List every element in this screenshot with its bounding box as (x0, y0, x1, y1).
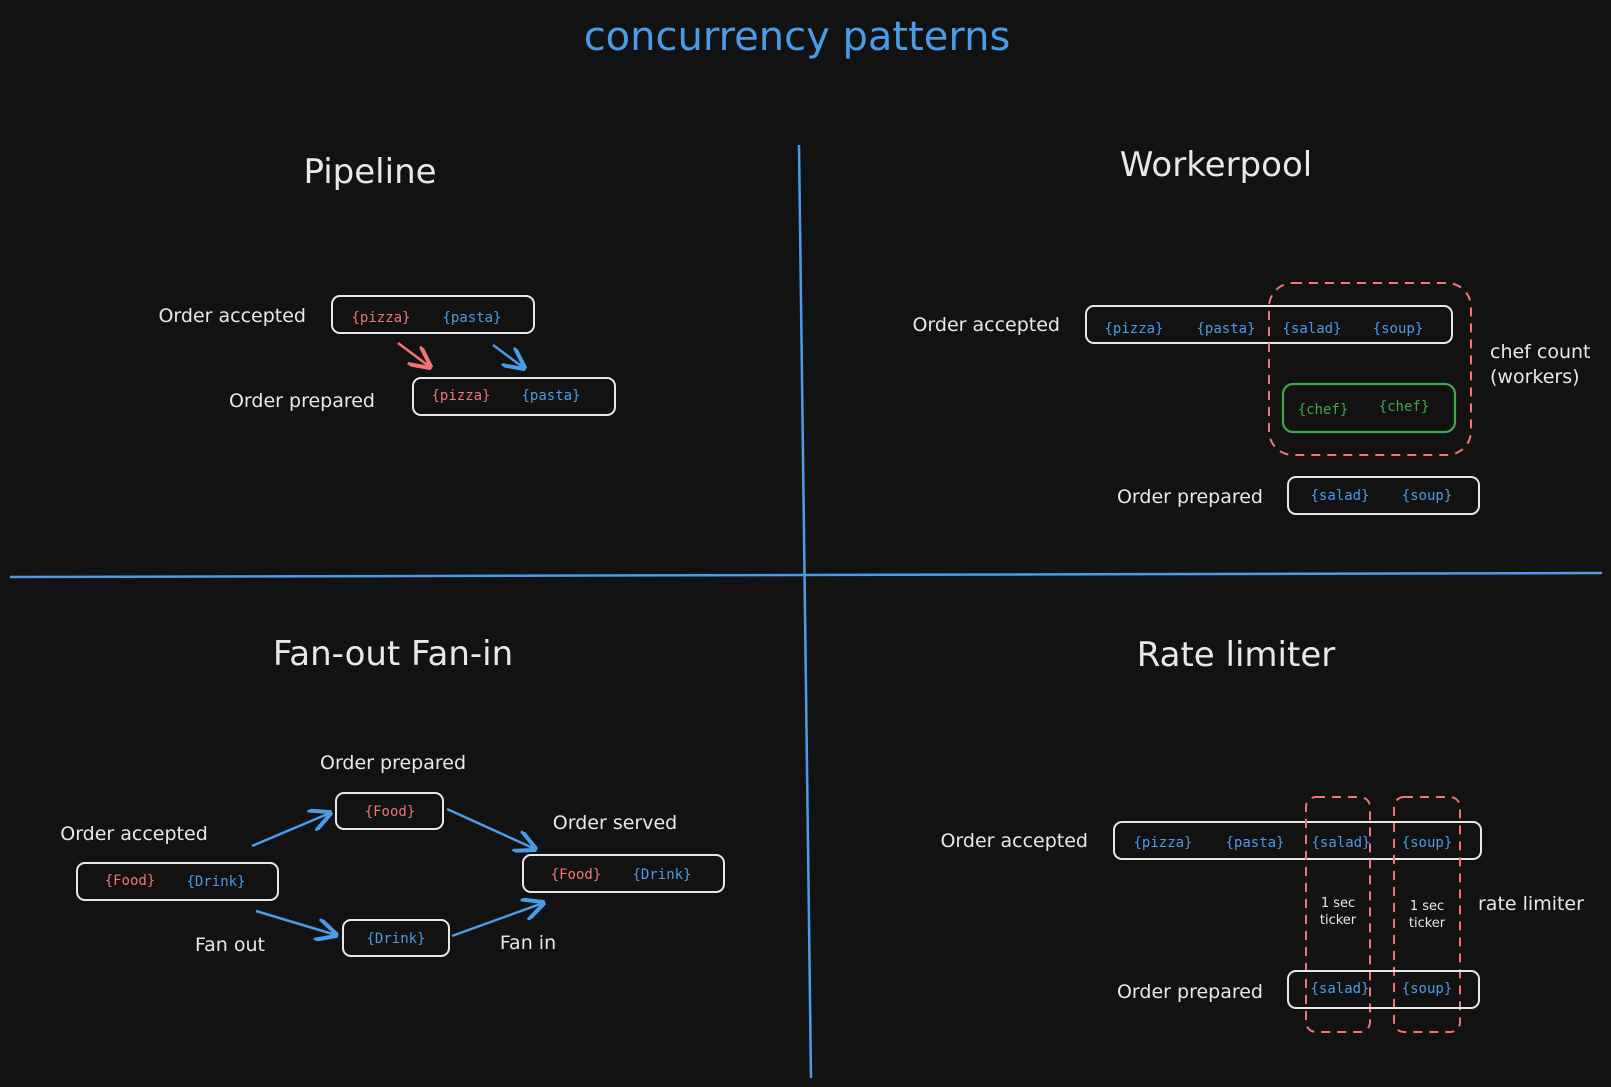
ratelimiter-accepted-queue (1113, 821, 1482, 860)
workerpool-prepared-item-soup: {soup} (1402, 488, 1453, 504)
fan-out-label: Fan out (195, 934, 265, 956)
ratelimiter-order-accepted-label: Order accepted (940, 830, 1088, 852)
workerpool-active-region (1268, 282, 1472, 456)
ratelimiter-ticker-1-line1: 1 sec (1321, 896, 1355, 911)
ratelimiter-prepared-item-salad: {salad} (1310, 981, 1369, 997)
fanout-order-served-label: Order served (553, 812, 677, 834)
fanout-drink-item: {Drink} (366, 931, 425, 947)
fanout-food-item: {Food} (365, 804, 416, 820)
fanout-served-item-food: {Food} (551, 867, 602, 883)
pipeline-order-prepared-label: Order prepared (229, 390, 375, 412)
ratelimiter-prepared-queue (1287, 970, 1480, 1009)
workerpool-accepted-item-pasta: {pasta} (1196, 321, 1255, 337)
fanout-arrow-to-food (251, 813, 330, 848)
pipeline-pasta-arrow (492, 343, 524, 368)
ratelimiter-ticker-1-line2: ticker (1320, 913, 1357, 928)
ratelimiter-accepted-item-soup: {soup} (1402, 835, 1453, 851)
workerpool-accepted-item-soup: {soup} (1373, 321, 1424, 337)
workerpool-workers-box (1281, 382, 1457, 434)
fanout-heading: Fan-out Fan-in (273, 634, 513, 674)
vertical-divider (797, 144, 813, 1079)
ratelimiter-ticker-lane-2 (1393, 796, 1461, 1033)
pipeline-prepared-item-pizza: {pizza} (431, 388, 490, 404)
workerpool-note-line2: (workers) (1490, 366, 1580, 388)
fanin-arrow-from-food (446, 807, 535, 849)
ratelimiter-accepted-item-pizza: {pizza} (1133, 835, 1192, 851)
fanout-order-accepted-label: Order accepted (60, 823, 208, 845)
fanin-arrow-from-drink (451, 903, 543, 938)
workerpool-note-line1: chef count (1490, 341, 1591, 363)
workerpool-prepared-queue (1287, 476, 1480, 515)
pipeline-accepted-item-pizza: {pizza} (351, 310, 410, 326)
ratelimiter-section: Rate limiter Order accepted {pizza} {pas… (940, 635, 1584, 1033)
ratelimiter-ticker-2-line2: ticker (1409, 916, 1446, 931)
pipeline-prepared-queue (412, 377, 616, 416)
workerpool-worker-chef-2: {chef} (1379, 399, 1430, 415)
pipeline-accepted-item-pasta: {pasta} (442, 310, 501, 326)
ratelimiter-ticker-lane-1 (1305, 796, 1371, 1033)
workerpool-prepared-item-salad: {salad} (1310, 488, 1369, 504)
fanout-accepted-item-food: {Food} (105, 873, 156, 889)
fanout-arrow-to-drink (255, 909, 336, 935)
workerpool-order-prepared-label: Order prepared (1117, 486, 1263, 508)
ratelimiter-accepted-item-salad: {salad} (1311, 835, 1370, 851)
horizontal-divider (9, 571, 1603, 579)
workerpool-heading: Workerpool (1120, 145, 1312, 185)
workerpool-worker-chef-1: {chef} (1298, 402, 1349, 418)
pipeline-pizza-arrow (397, 342, 430, 367)
ratelimiter-order-prepared-label: Order prepared (1117, 981, 1263, 1003)
fan-in-label: Fan in (500, 932, 556, 954)
ratelimiter-note: rate limiter (1478, 893, 1584, 915)
pipeline-order-accepted-label: Order accepted (158, 305, 306, 327)
ratelimiter-prepared-item-soup: {soup} (1402, 981, 1453, 997)
fanout-accepted-item-drink: {Drink} (186, 874, 245, 890)
fanout-section: Fan-out Fan-in Order accepted {Food} {Dr… (60, 634, 725, 957)
fanout-served-item-drink: {Drink} (632, 867, 691, 883)
ratelimiter-ticker-2-line1: 1 sec (1410, 899, 1444, 914)
pipeline-heading: Pipeline (303, 152, 436, 192)
fanout-served-queue (522, 854, 725, 893)
workerpool-order-accepted-label: Order accepted (912, 314, 1060, 336)
ratelimiter-heading: Rate limiter (1137, 635, 1335, 675)
ratelimiter-accepted-item-pasta: {pasta} (1225, 835, 1284, 851)
pipeline-prepared-item-pasta: {pasta} (521, 388, 580, 404)
fanout-accepted-queue (76, 862, 279, 901)
page-title: concurrency patterns (584, 14, 1011, 60)
workerpool-accepted-item-salad: {salad} (1282, 321, 1341, 337)
workerpool-accepted-item-pizza: {pizza} (1104, 321, 1163, 337)
fanout-order-prepared-label: Order prepared (320, 752, 466, 774)
pipeline-accepted-queue (331, 295, 535, 334)
workerpool-section: Workerpool Order accepted {pizza} {pasta… (912, 145, 1591, 515)
fanout-drink-worker-box (342, 919, 450, 957)
pipeline-section: Pipeline Order accepted {pizza} {pasta} … (158, 152, 616, 416)
